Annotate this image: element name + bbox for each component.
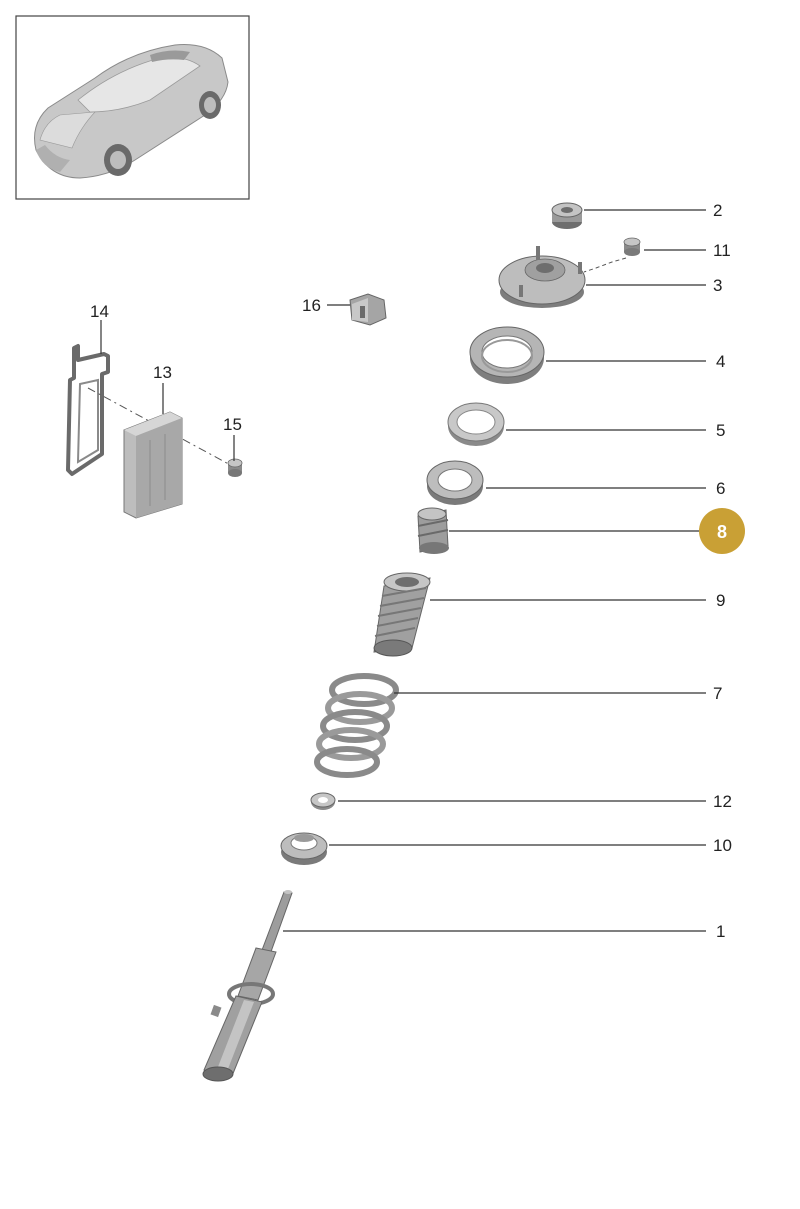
part-7-coil-spring[interactable]: [314, 673, 399, 778]
callout-11[interactable]: 11: [713, 241, 731, 260]
callout-6[interactable]: 6: [716, 479, 725, 498]
part-12-small-washer[interactable]: [310, 792, 336, 810]
car-thumbnail-icon: [34, 44, 229, 179]
highlight-circle-8: [699, 508, 745, 554]
callout-16[interactable]: 16: [302, 296, 321, 315]
part-13-control-unit[interactable]: [123, 411, 183, 519]
callout-14[interactable]: 14: [90, 302, 109, 321]
part-10-lower-seat[interactable]: [280, 832, 328, 865]
part-6-spring-seat[interactable]: [426, 460, 484, 505]
part-9-dust-boot[interactable]: [373, 572, 431, 657]
callout-9[interactable]: 9: [716, 591, 725, 610]
part-3-strut-mount[interactable]: [498, 246, 586, 308]
part-8-bump-stop[interactable]: [417, 507, 449, 554]
callout-15[interactable]: 15: [223, 415, 242, 434]
callout-12[interactable]: 12: [713, 792, 732, 811]
part-4-bearing-ring[interactable]: [469, 326, 545, 384]
callout-2[interactable]: 2: [713, 201, 722, 220]
part-1-shock-absorber[interactable]: [202, 890, 293, 1082]
part-15-small-nut[interactable]: [227, 458, 243, 477]
part-16-clip[interactable]: [349, 293, 387, 326]
leader-lines: [100, 209, 706, 932]
callout-8[interactable]: 8: [717, 522, 727, 542]
callout-1[interactable]: 1: [716, 922, 725, 941]
callout-labels: 2 11 3 16 14 4 13 5 15 6 8 9 7 12 10 1: [90, 201, 732, 941]
part-2-top-nut[interactable]: [551, 202, 583, 229]
callout-3[interactable]: 3: [713, 276, 722, 295]
callout-7[interactable]: 7: [713, 684, 722, 703]
callout-13[interactable]: 13: [153, 363, 172, 382]
part-14-bracket[interactable]: [66, 344, 110, 476]
callout-5[interactable]: 5: [716, 421, 725, 440]
callout-10[interactable]: 10: [713, 836, 732, 855]
vehicle-thumbnail[interactable]: [15, 15, 250, 200]
part-5-washer[interactable]: [447, 402, 505, 446]
callout-4[interactable]: 4: [716, 352, 725, 371]
part-11-small-nut[interactable]: [623, 237, 641, 256]
